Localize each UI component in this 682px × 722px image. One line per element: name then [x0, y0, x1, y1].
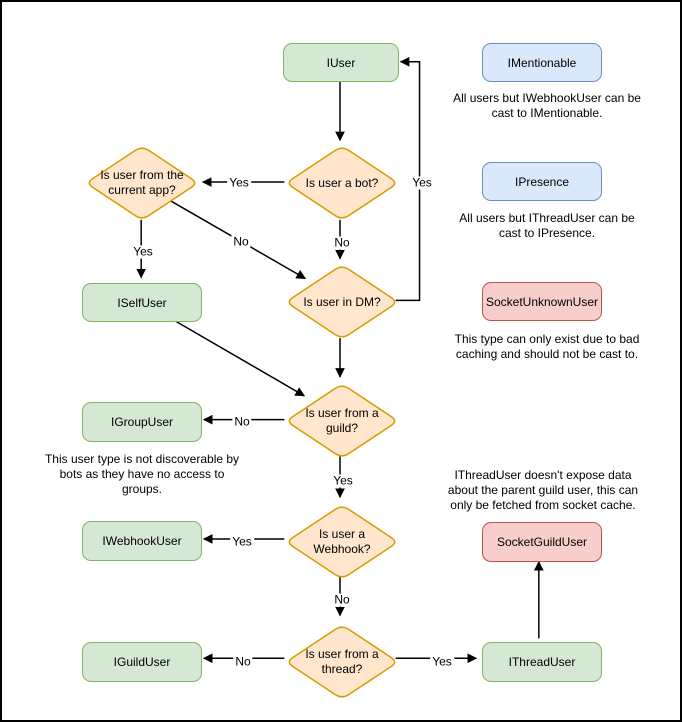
node-socketguilduser-label: SocketGuildUser: [496, 535, 588, 549]
node-iselfuser-label: ISelfUser: [117, 295, 167, 310]
edge-label-indm-yes: Yes: [410, 175, 434, 190]
edge-label-fromthread-yes: Yes: [430, 654, 454, 669]
decision-from-guild: Is user from a guild?: [285, 383, 399, 459]
edge-label-currentapp-no: No: [231, 234, 251, 249]
note-ipresence: All users but IThreadUser can be cast to…: [459, 211, 635, 240]
node-igroupuser: IGroupUser: [82, 402, 202, 442]
node-imentionable-label: IMentionable: [507, 55, 577, 70]
decision-is-bot: Is user a bot?: [285, 145, 399, 221]
decision-is-webhook-label: Is user a Webhook?: [313, 527, 371, 556]
diamond-shape: [88, 147, 196, 219]
node-iguilduser: IGuildUser: [82, 642, 202, 682]
edge-label-currentapp-yes: Yes: [131, 244, 155, 259]
node-ipresence-label: IPresence: [514, 174, 570, 189]
decision-from-thread: Is user from a thread?: [285, 624, 399, 700]
node-iguilduser-label: IGuildUser: [113, 655, 171, 669]
note-ithreaduser: IThreadUser doesn't expose data about th…: [447, 468, 639, 512]
node-ithreaduser-label: IThreadUser: [508, 655, 576, 669]
node-iuser: IUser: [283, 43, 399, 82]
diamond-shape: [288, 506, 396, 578]
node-socketguilduser: SocketGuildUser: [482, 522, 602, 562]
node-iwebhookuser: IWebhookUser: [82, 521, 202, 561]
edge-label-isbot-yes: Yes: [227, 175, 251, 190]
note-socketunknownuser: This type can only exist due to bad cach…: [454, 332, 640, 361]
decision-in-dm-label: Is user in DM?: [303, 294, 381, 309]
diamond-shape: [288, 626, 396, 698]
node-ipresence: IPresence: [482, 162, 602, 201]
diamond-shape: [288, 147, 396, 219]
note-igroupuser: This user type is not discoverable by bo…: [44, 452, 240, 496]
edge-label-iswebhook-yes: Yes: [230, 534, 254, 549]
node-socketunknownuser: SocketUnknownUser: [482, 282, 602, 321]
edge-label-fromguild-no: No: [232, 414, 252, 429]
diamond-shape: [288, 385, 396, 457]
node-ithreaduser: IThreadUser: [482, 642, 602, 682]
diamond-shape: [288, 266, 396, 338]
node-igroupuser-label: IGroupUser: [110, 415, 174, 429]
node-socketunknownuser-label: SocketUnknownUser: [485, 294, 599, 309]
node-iselfuser: ISelfUser: [82, 283, 202, 322]
edge-label-fromguild-yes: Yes: [331, 473, 355, 488]
edge-label-iswebhook-no: No: [332, 592, 352, 607]
node-imentionable: IMentionable: [482, 43, 602, 82]
decision-is-webhook: Is user a Webhook?: [285, 504, 399, 580]
node-iwebhookuser-label: IWebhookUser: [102, 534, 182, 548]
note-imentionable: All users but IWebhookUser can be cast t…: [453, 91, 641, 120]
decision-from-thread-label: Is user from a thread?: [305, 647, 379, 676]
edge-label-fromthread-no: No: [233, 654, 253, 669]
decision-in-dm: Is user in DM?: [285, 264, 399, 340]
decision-is-bot-label: Is user a bot?: [305, 175, 379, 190]
edge-label-isbot-no: No: [332, 235, 352, 250]
decision-from-guild-label: Is user from a guild?: [305, 406, 379, 435]
edge-iselfuser-to-fromguild: [173, 319, 306, 397]
decision-current-app: Is user from the current app?: [85, 145, 199, 221]
node-iuser-label: IUser: [326, 55, 356, 70]
decision-current-app-label: Is user from the current app?: [100, 168, 184, 197]
